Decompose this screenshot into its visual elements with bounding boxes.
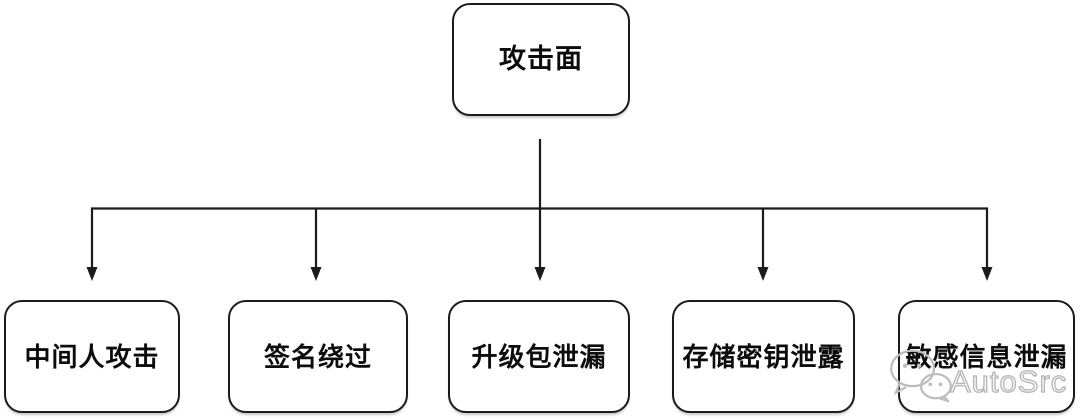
node-update-package-leak: 升级包泄漏 (448, 300, 630, 413)
arrowhead-icon (86, 267, 98, 281)
node-mitm-attack: 中间人攻击 (4, 300, 180, 413)
node-signature-bypass: 签名绕过 (228, 300, 408, 413)
arrowhead-icon (534, 267, 546, 281)
arrowhead-icon (981, 267, 993, 281)
node-label: 敏感信息泄漏 (905, 341, 1068, 372)
node-label: 存储密钥泄露 (682, 341, 845, 372)
arrowhead-icon (310, 267, 322, 281)
node-attack-surface: 攻击面 (452, 3, 630, 116)
edge-rail (90, 207, 989, 269)
node-label: 签名绕过 (263, 341, 372, 372)
node-stored-key-leak: 存储密钥泄露 (672, 300, 855, 413)
node-label: 中间人攻击 (24, 341, 160, 372)
arrowhead-icon (757, 267, 769, 281)
node-sensitive-info-leak: 敏感信息泄漏 (898, 300, 1075, 413)
node-label: 攻击面 (499, 44, 583, 74)
node-label: 升级包泄漏 (471, 341, 607, 372)
